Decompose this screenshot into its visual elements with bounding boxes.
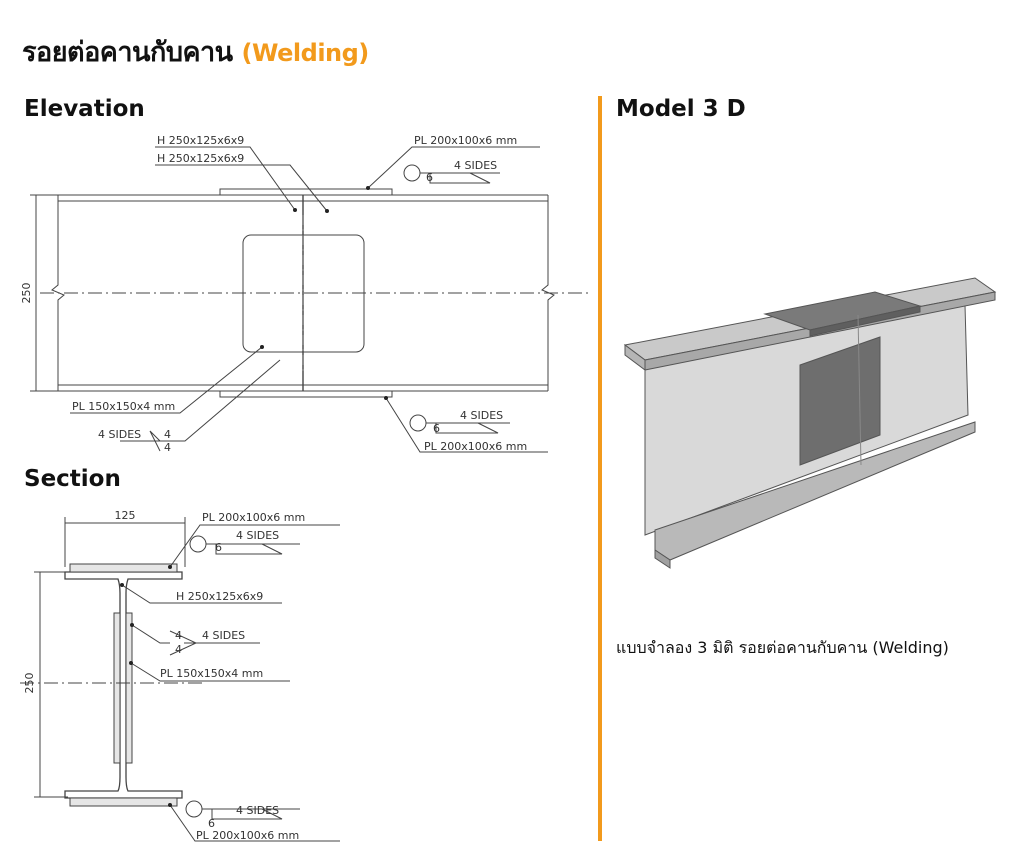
elev-web-plate-label: PL 150x150x4 mm [72, 400, 175, 413]
elev-depth-dimension: 250 [20, 283, 33, 304]
sec-depth-dimension: 250 [23, 673, 36, 694]
sec-web-weld-top: 4 [175, 629, 182, 642]
elevation-heading: Elevation [24, 96, 145, 122]
sec-web-plate-label: PL 150x150x4 mm [160, 667, 263, 680]
elev-top-weld-size: 6 [426, 171, 433, 184]
elev-web-weld-sides: 4 SIDES [98, 428, 141, 441]
sec-web-weld-sides: 4 SIDES [202, 629, 245, 642]
sec-width-dimension: 125 [115, 509, 136, 522]
sec-bottom-plate-label: PL 200x100x6 mm [196, 829, 299, 842]
sec-top-weld-sides: 4 SIDES [236, 529, 279, 542]
elevation-drawing: H 250x125x6x9 H 250x125x6x9 PL 200x100x6… [20, 134, 590, 454]
divider-line [598, 96, 602, 841]
page-title: รอยต่อคานกับคาน (Welding) [22, 30, 369, 73]
elev-bottom-weld-sides: 4 SIDES [460, 409, 503, 422]
elev-top-plate-label: PL 200x100x6 mm [414, 134, 517, 147]
section-drawing: 125 PL 200x100x6 mm 6 4 SIDES H 250x125x… [20, 509, 340, 842]
sec-web-weld-bottom: 4 [175, 643, 182, 656]
elev-bottom-weld-size: 6 [433, 422, 440, 435]
elev-web-weld-bottom: 4 [164, 441, 171, 454]
section-heading: Section [24, 466, 121, 492]
sec-bottom-weld-sides: 4 SIDES [236, 804, 279, 817]
sec-bottom-weld-size: 6 [208, 817, 215, 830]
elev-web-weld-top: 4 [164, 428, 171, 441]
sec-h-beam-label: H 250x125x6x9 [176, 590, 263, 603]
sec-top-plate-label: PL 200x100x6 mm [202, 511, 305, 524]
sec-top-weld-size: 6 [215, 541, 222, 554]
model-3d-illustration [623, 277, 997, 569]
title-english: (Welding) [241, 39, 370, 67]
elev-h-beam-label-1: H 250x125x6x9 [157, 134, 244, 147]
title-thai: รอยต่อคานกับคาน [22, 37, 233, 68]
elev-bottom-plate-label: PL 200x100x6 mm [424, 440, 527, 453]
elev-top-weld-sides: 4 SIDES [454, 159, 497, 172]
elev-h-beam-label-2: H 250x125x6x9 [157, 152, 244, 165]
model-heading: Model 3 D [616, 96, 746, 122]
model-caption: แบบจำลอง 3 มิติ รอยต่อคานกับคาน (Welding… [616, 638, 949, 657]
